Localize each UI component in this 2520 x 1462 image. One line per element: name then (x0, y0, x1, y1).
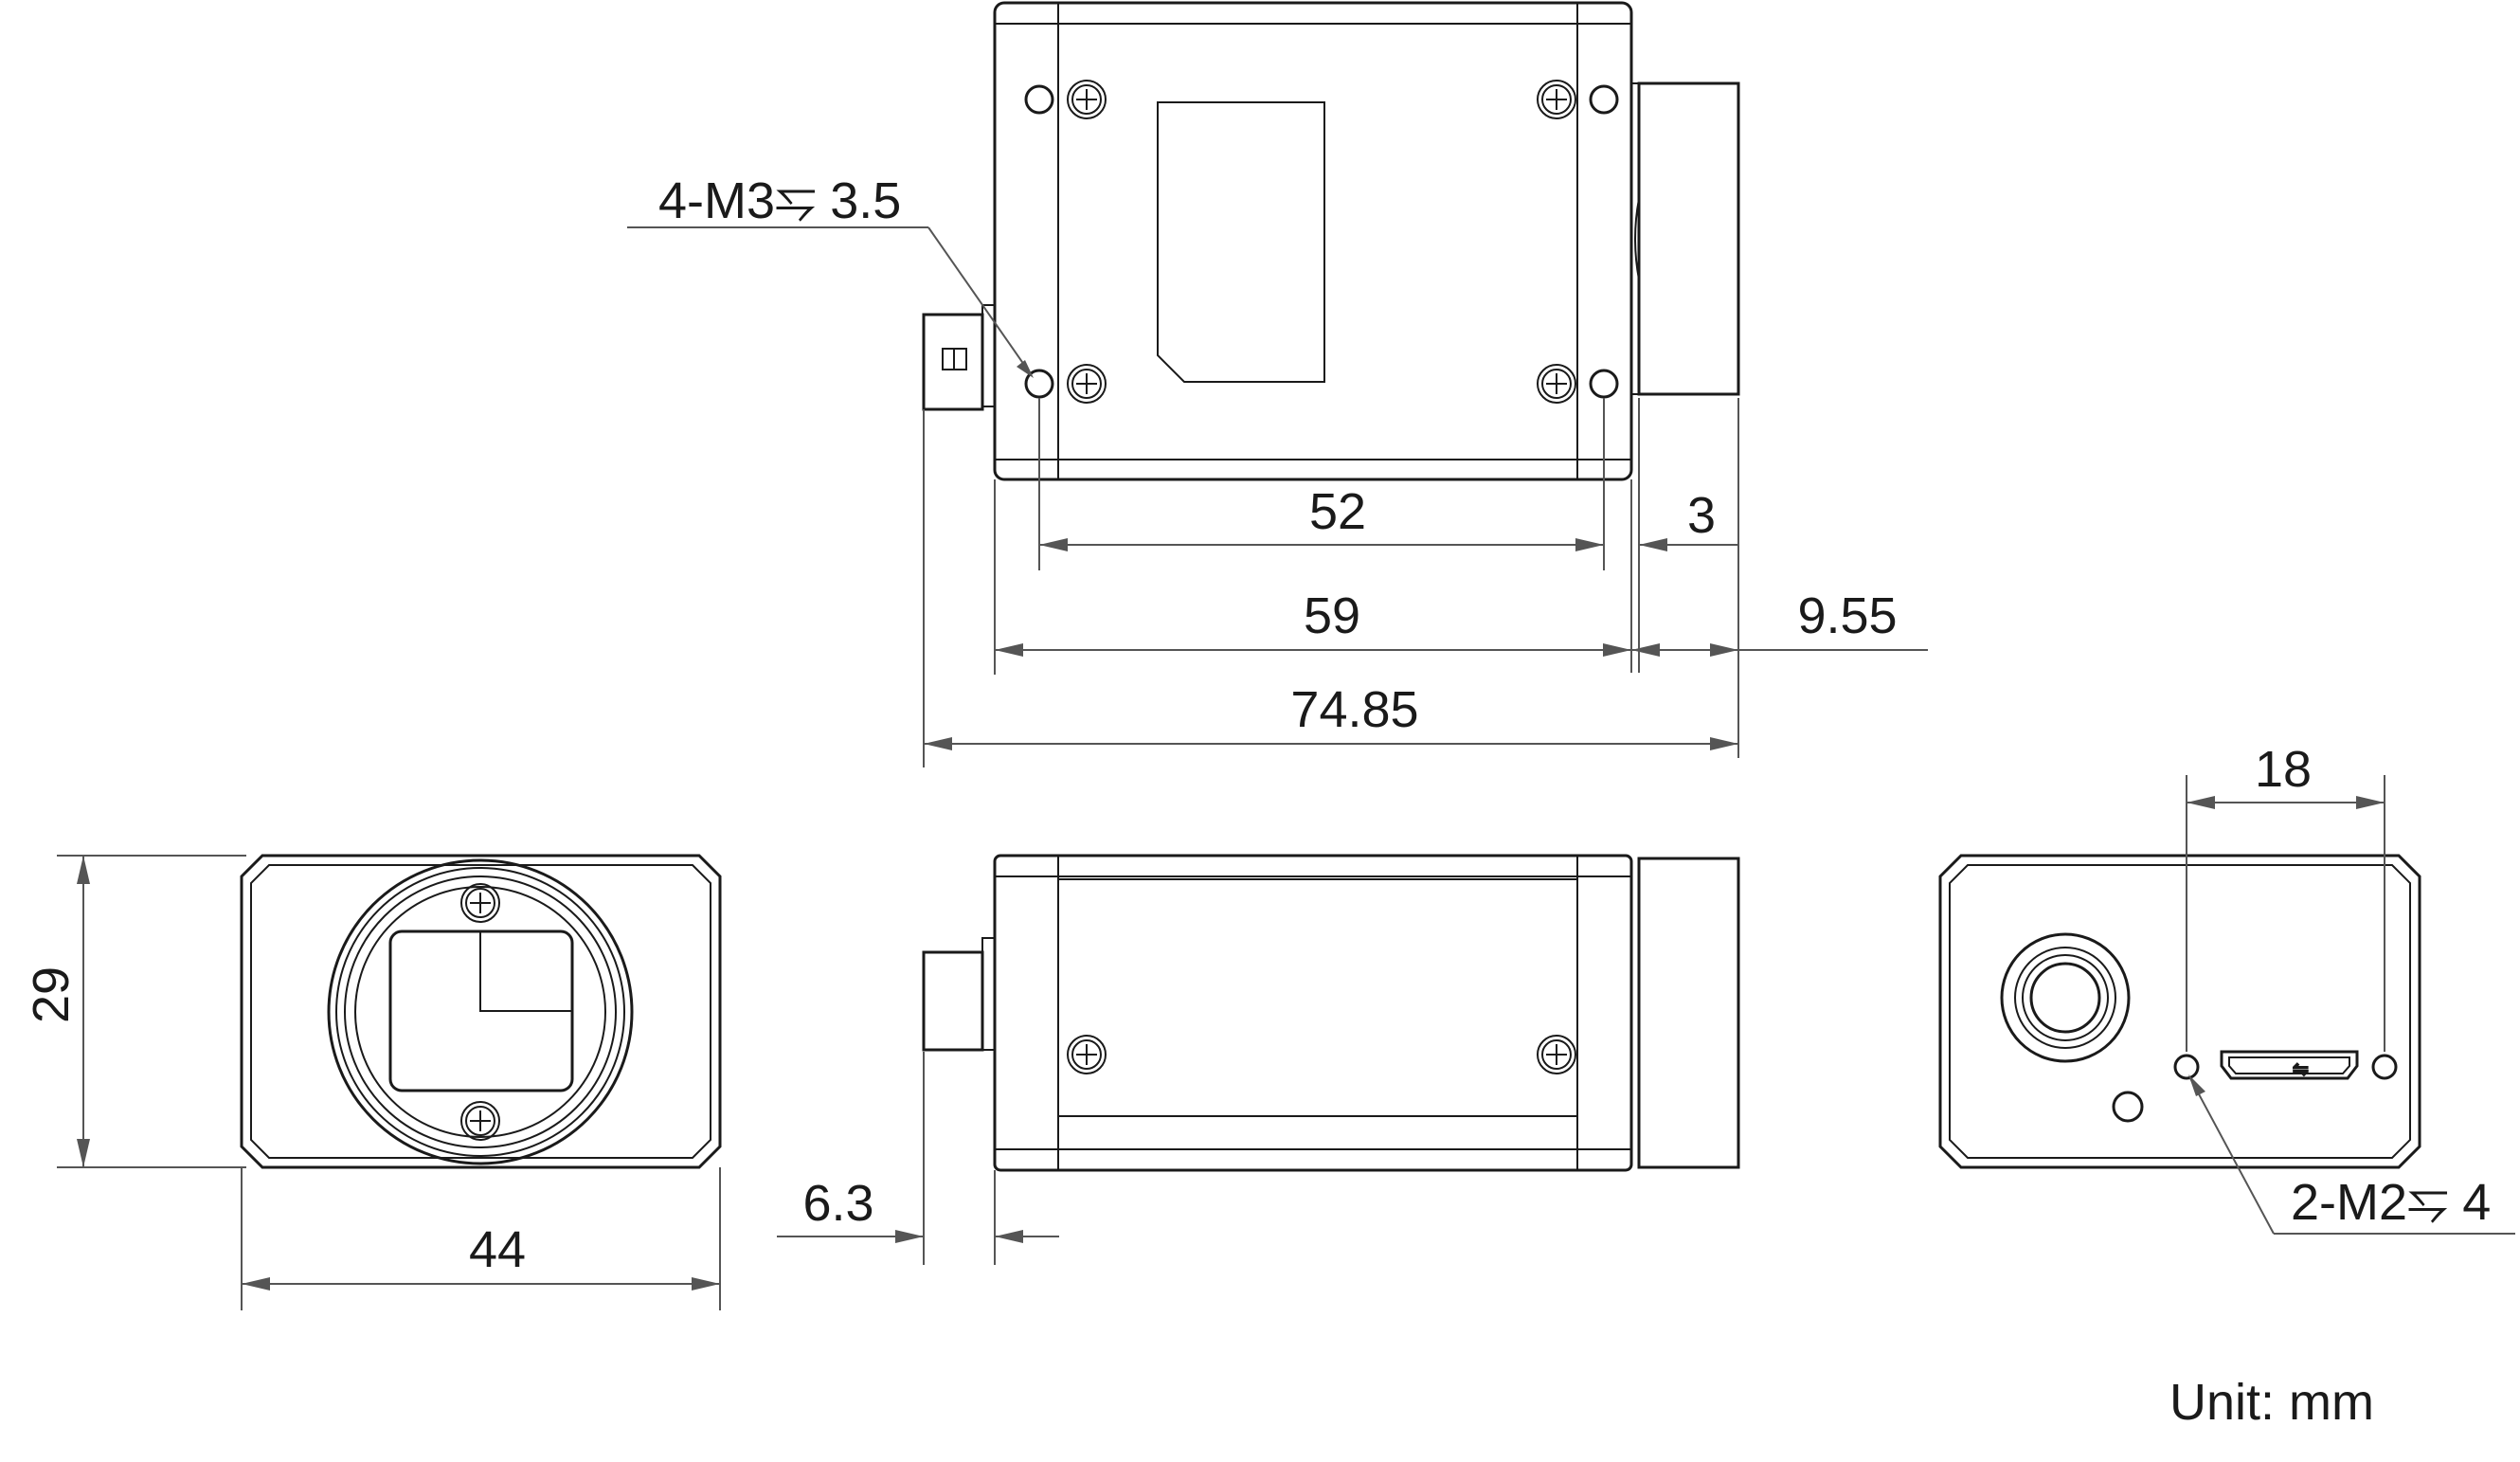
front-view-body (240, 854, 722, 1169)
dimension-74-85: 74.85 (923, 409, 1738, 767)
dimension-59: 59 (994, 479, 1632, 675)
thread-hole-icon (2173, 1054, 2200, 1080)
dimension-44-text: 44 (469, 1221, 526, 1278)
top-view-body (993, 1, 1633, 481)
side-view (922, 854, 1740, 1172)
dimension-74-85-text: 74.85 (1290, 681, 1418, 738)
dimension-44: 44 (241, 1167, 721, 1310)
unit-note: Unit: mm (2169, 1374, 2374, 1431)
dimension-29: 29 (23, 855, 246, 1168)
callout-top-holes: 4-M3⥧ 3.5 (627, 172, 1034, 378)
dimension-29-text: 29 (23, 966, 80, 1023)
dimension-3-text: 3 (1687, 487, 1716, 544)
screw-icon (1537, 80, 1576, 119)
mount-hole-icon (1589, 369, 1619, 399)
led-indicator-icon (2112, 1091, 2144, 1123)
thread-hole-icon (2371, 1054, 2398, 1080)
screw-icon (460, 883, 500, 923)
callout-rear-holes-text: 2-M2⥧ 4 (2291, 1174, 2491, 1231)
mount-hole-icon (1589, 84, 1619, 115)
callout-rear-holes: 2-M2⥧ 4 (2188, 1074, 2515, 1235)
dimension-18: 18 (2186, 741, 2385, 1052)
usb-port-icon (2220, 1050, 2359, 1080)
side-view-body (993, 854, 1633, 1172)
dimension-18-text: 18 (2255, 741, 2312, 798)
dimension-6-3: 6.3 (777, 1052, 1059, 1265)
side-view-lens-mount (1637, 857, 1740, 1169)
lens-mount-ring (327, 858, 634, 1165)
screw-icon (1537, 1035, 1576, 1074)
dimension-59-text: 59 (1304, 587, 1360, 644)
screw-icon (1067, 364, 1107, 404)
callout-top-holes-text: 4-M3⥧ 3.5 (658, 172, 901, 229)
screw-icon (1537, 364, 1576, 404)
dimension-9-55-text: 9.55 (1797, 587, 1897, 644)
dimension-52-text: 52 (1309, 483, 1366, 540)
mount-hole-icon (1024, 369, 1054, 399)
io-connector-icon (2000, 932, 2131, 1063)
side-view-connector (922, 950, 984, 1052)
mount-hole-icon (1024, 84, 1054, 115)
screw-icon (1067, 80, 1107, 119)
screw-icon (460, 1101, 500, 1141)
usb-symbol-icon: ⇋ (2293, 1059, 2309, 1080)
top-view-connector (922, 313, 984, 411)
dimension-3: 3 (1638, 398, 1739, 758)
dimension-9-55: 9.55 (1631, 587, 1928, 657)
front-view (240, 854, 722, 1169)
rear-view: ⇋ (1938, 854, 2421, 1169)
top-view (922, 1, 1740, 481)
label-window (1157, 101, 1325, 383)
screw-icon (1067, 1035, 1107, 1074)
top-view-lens-mount (1637, 81, 1740, 396)
dimension-6-3-text: 6.3 (802, 1175, 873, 1232)
rear-view-body (1938, 854, 2421, 1169)
dimension-52: 52 (1038, 398, 1605, 570)
